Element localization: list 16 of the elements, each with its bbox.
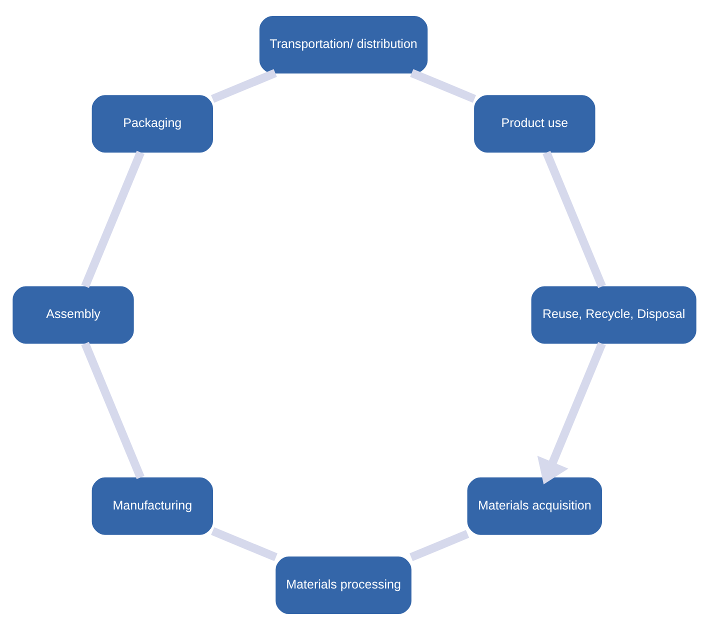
arrow: [536, 342, 606, 484]
node-box: Manufacturing: [91, 476, 212, 534]
node-box: Materials acquisition: [466, 476, 602, 534]
node-box: Packaging: [91, 94, 212, 152]
node-box: Assembly: [12, 286, 134, 344]
node-box: Product use: [474, 94, 595, 152]
connector: [210, 526, 277, 561]
connector: [409, 530, 469, 561]
node-box: Materials processing: [275, 556, 411, 614]
connector: [80, 341, 144, 479]
node-box: Reuse, Recycle, Disposal: [530, 286, 696, 344]
connector: [80, 150, 144, 288]
node-box: Transportation/ distribution: [258, 15, 428, 73]
connector: [210, 68, 276, 102]
connector: [542, 150, 606, 288]
connector: [410, 68, 476, 102]
